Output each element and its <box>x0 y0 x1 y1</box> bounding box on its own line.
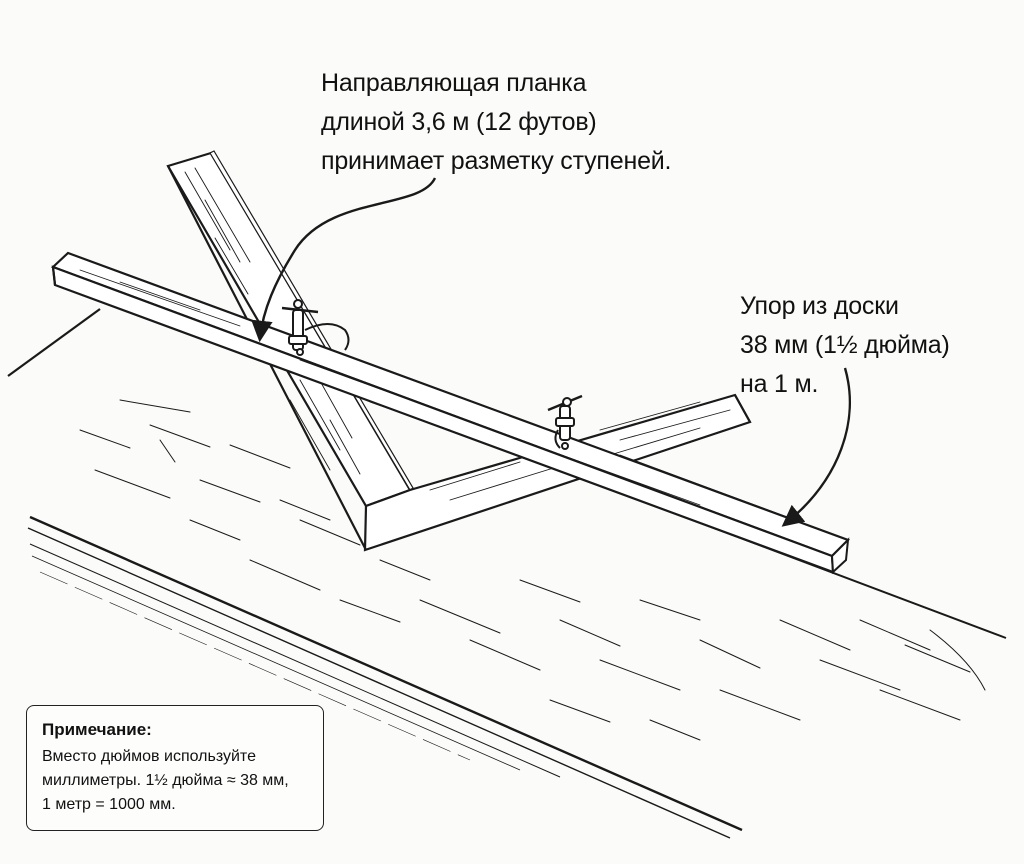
guide-rail-callout-line-3: принимает разметку ступеней. <box>321 147 672 175</box>
stop-block-callout-line-3: на 1 м. <box>740 370 819 398</box>
stop-block-callout: Упор из доски 38 мм (1½ дюйма) на 1 м. <box>740 287 950 404</box>
stair-gauge-clamp-2 <box>547 394 583 450</box>
stair-gauge-clamp-1 <box>281 299 350 356</box>
guide-rail-callout: Направляющая планка длиной 3,6 м (12 фут… <box>321 64 671 181</box>
framing-square <box>166 150 752 552</box>
note-line-3: 1 метр = 1000 мм. <box>42 796 176 813</box>
guide-rail-callout-line-2: длиной 3,6 м (12 футов) <box>321 108 597 136</box>
note-box: Примечание: Вместо дюймов используйте ми… <box>26 705 324 831</box>
stop-block-callout-line-1: Упор из доски <box>740 292 899 320</box>
note-line-2: миллиметры. 1½ дюйма ≈ 38 мм, <box>42 772 289 789</box>
note-title: Примечание: <box>42 720 152 739</box>
guide-rail-leader-arrow <box>251 177 437 343</box>
guide-rail-callout-line-1: Направляющая планка <box>321 69 587 97</box>
stop-block-callout-line-2: 38 мм (1½ дюйма) <box>740 331 950 359</box>
stop-block-leader-arrow <box>781 367 852 527</box>
note-line-1: Вместо дюймов используйте <box>42 748 256 765</box>
